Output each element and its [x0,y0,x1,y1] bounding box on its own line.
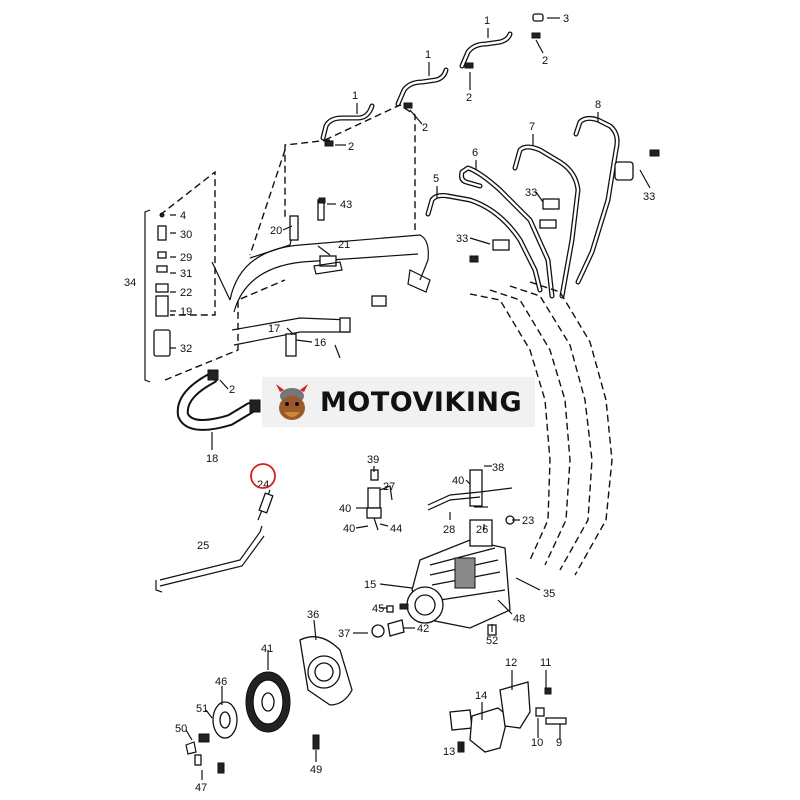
callout-37: 37 [338,628,350,640]
callout-30: 30 [180,229,192,241]
callout-46: 46 [215,676,227,688]
callout-36: 36 [307,609,319,621]
callout-7: 7 [529,121,535,133]
misc-small-parts [217,197,394,774]
callout-52: 52 [486,635,498,647]
callout-31: 31 [180,268,192,280]
nozzle-holder-assembly [144,170,286,383]
callout-17: 17 [268,323,280,335]
callout-34: 34 [124,277,136,289]
callout-9: 9 [556,737,562,749]
callout-6: 6 [472,147,478,159]
return-hose [176,369,261,431]
callout-35: 35 [543,588,555,600]
callout-20: 20 [270,225,282,237]
viking-mascot-icon [276,384,308,420]
callout-1c: 1 [352,90,358,102]
callout-18: 18 [206,453,218,465]
leak-off-pipe [229,199,431,357]
callout-labels: 1 1 1 2 2 2 2 2 2 3 4 5 6 7 8 9 10 11 12… [124,13,655,794]
callout-40c: 40 [452,475,464,487]
callout-42: 42 [417,623,429,635]
callout-2b: 2 [466,92,472,104]
gear-cover-36 [299,636,353,706]
hub-46-51 [185,701,238,766]
callout-4: 4 [180,210,186,222]
callout-23: 23 [522,515,534,527]
drive-gear-41 [245,671,291,733]
callout-3: 3 [563,13,569,25]
callout-8: 8 [595,99,601,111]
callout-51: 51 [196,703,208,715]
callout-2d: 2 [348,141,354,153]
callout-12: 12 [505,657,517,669]
bracket-parts-9-14 [449,681,567,753]
callout-22: 22 [180,287,192,299]
highlight-ring-24 [250,463,276,489]
callout-1a: 1 [484,15,490,27]
callout-49: 49 [310,764,322,776]
callout-11: 11 [540,657,551,669]
callout-41: 41 [261,643,273,655]
callout-33c: 33 [456,233,468,245]
callout-38: 38 [492,462,504,474]
brand-name: MOTOVIKING [320,386,523,418]
callout-leader-lines [170,17,651,780]
pipe-leader-lines [469,281,613,576]
callout-16: 16 [314,337,326,349]
callout-14: 14 [475,690,487,702]
callout-2c: 2 [422,122,428,134]
frame-leader-lines [249,104,416,256]
callout-50: 50 [175,723,187,735]
callout-33a: 33 [643,191,655,203]
callout-25: 25 [197,540,209,552]
callout-40b: 40 [343,523,355,535]
callout-13: 13 [443,746,455,758]
callout-19: 19 [180,306,192,318]
callout-27: 27 [383,481,395,493]
callout-26: 26 [476,524,488,536]
injection-pipes-top [320,13,544,147]
callout-39: 39 [367,454,379,466]
callout-28: 28 [443,524,455,536]
callout-2e: 2 [229,384,235,396]
callout-48: 48 [513,613,525,625]
callout-45: 45 [372,603,384,615]
callout-21: 21 [338,239,350,251]
callout-47: 47 [195,782,207,794]
callout-29: 29 [180,252,192,264]
callout-40a: 40 [339,503,351,515]
valve-parts-39-44 [366,469,393,531]
callout-1b: 1 [425,49,431,61]
injection-pump [371,469,515,638]
callout-33b: 33 [525,187,537,199]
callout-43: 43 [340,199,352,211]
sensor-part-24 [257,489,274,521]
callout-15: 15 [364,579,376,591]
brand-watermark: MOTOVIKING [262,377,535,427]
callout-24: 24 [257,479,269,491]
callout-10: 10 [531,737,543,749]
callout-32: 32 [180,343,192,355]
bracket-part-25 [155,525,265,593]
injection-pipes-right [425,115,660,299]
callout-5: 5 [433,173,439,185]
callout-2a: 2 [542,55,548,67]
callout-44: 44 [390,523,402,535]
